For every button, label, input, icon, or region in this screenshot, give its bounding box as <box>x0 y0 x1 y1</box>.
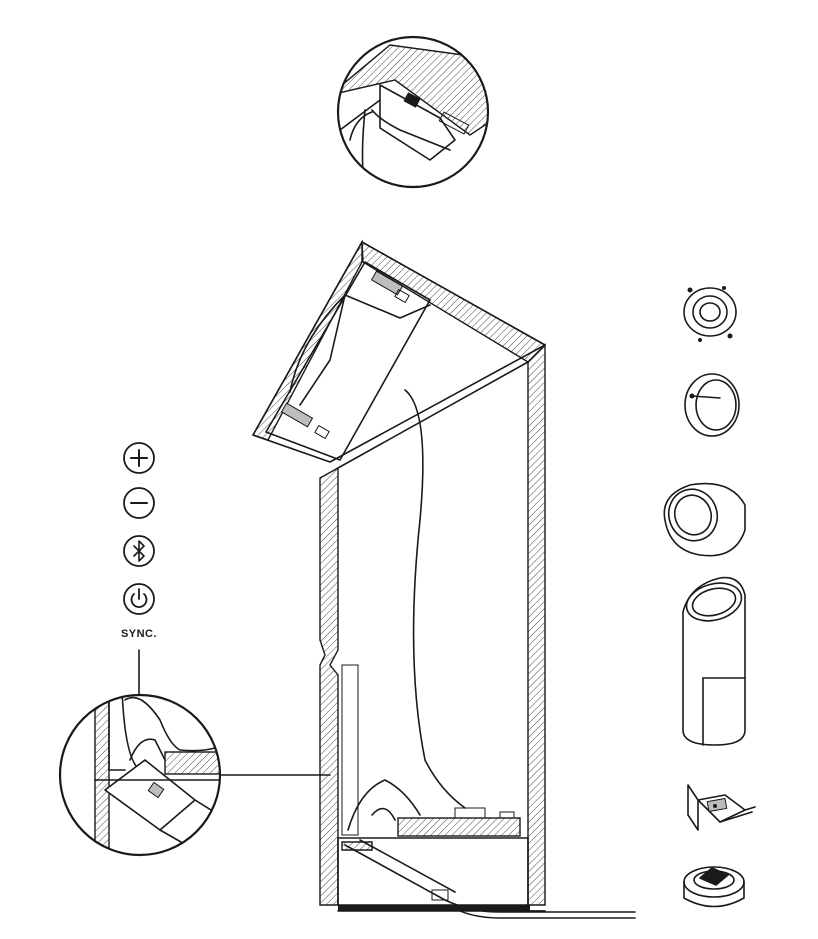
plus-icon <box>130 449 148 467</box>
tweeter-part <box>683 286 737 342</box>
bluetooth-icon <box>133 540 145 562</box>
power-icon <box>130 588 148 608</box>
port-tube-part <box>682 576 746 746</box>
top-detail-magnifier <box>336 35 490 189</box>
control-panel: SYNC. <box>121 442 157 696</box>
power-sync-button[interactable] <box>123 583 155 615</box>
component-parts-column <box>663 286 756 908</box>
bluetooth-button[interactable] <box>123 535 155 567</box>
mounting-ring-part <box>684 373 740 437</box>
volume-up-button[interactable] <box>123 442 155 474</box>
sync-label: SYNC. <box>121 628 157 640</box>
volume-down-button[interactable] <box>123 487 155 519</box>
angled-port-part <box>663 482 746 557</box>
speaker-body <box>251 239 636 919</box>
cable-grommet-part <box>683 866 745 908</box>
bottom-detail-magnifier <box>58 693 331 857</box>
connector-board-part <box>687 784 756 831</box>
